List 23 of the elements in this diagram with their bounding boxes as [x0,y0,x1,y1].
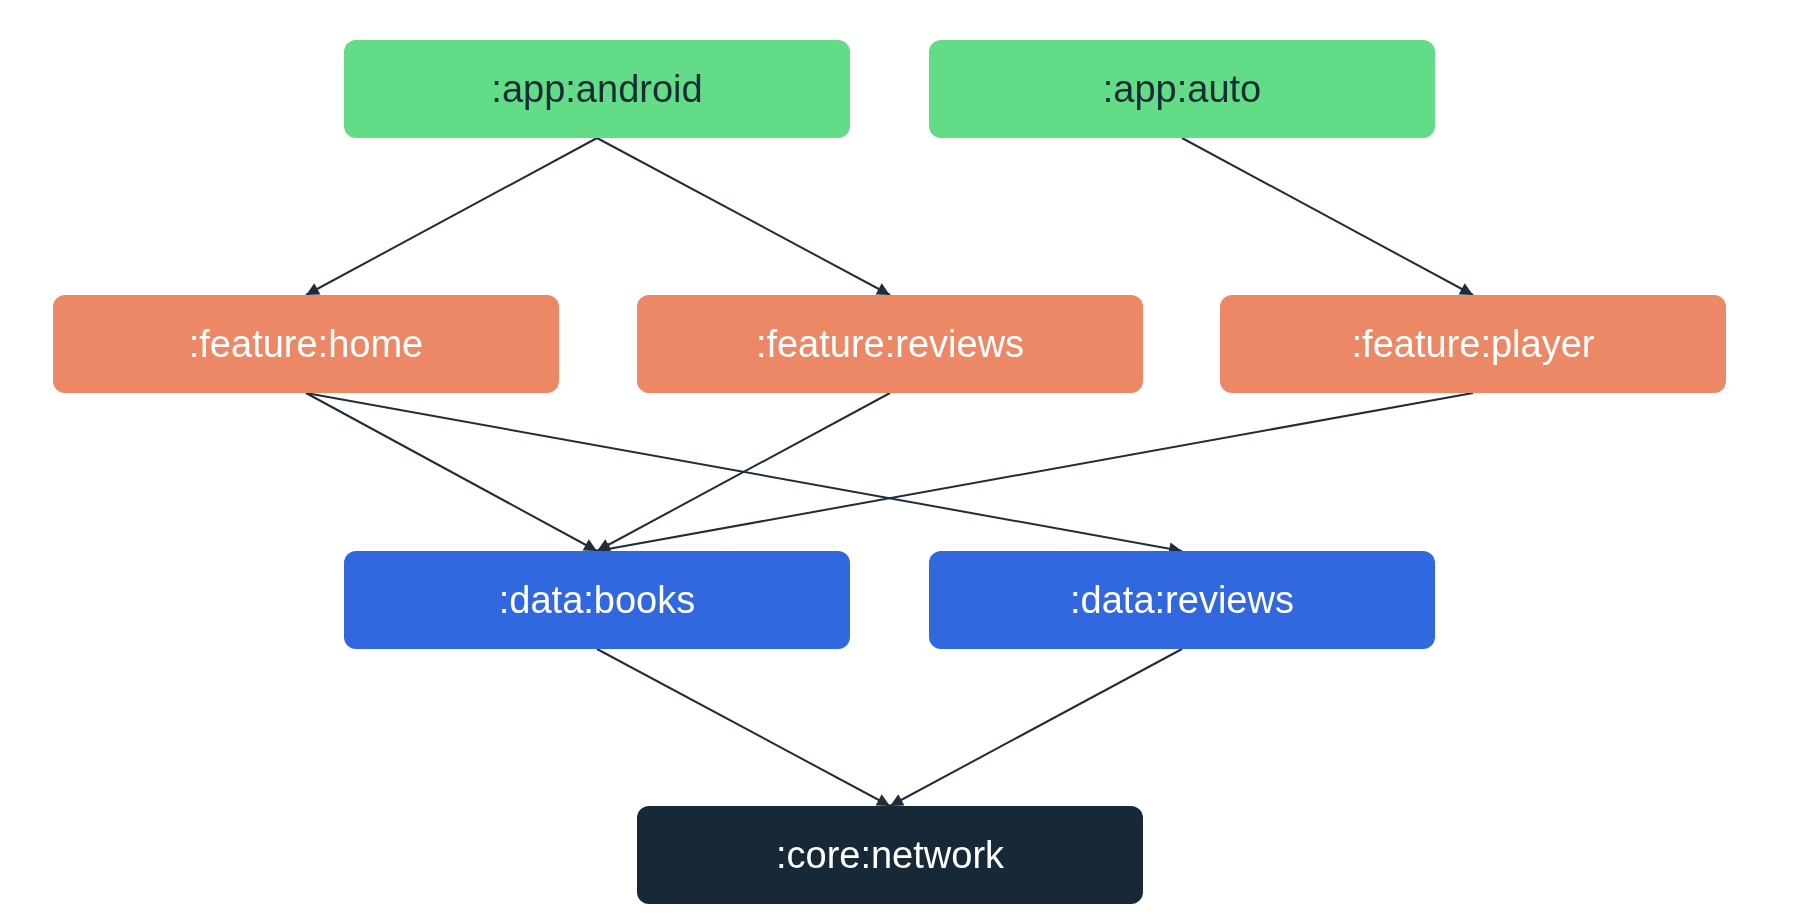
module-box [637,806,1143,904]
module-box [637,295,1143,393]
module-name: :data:books [498,578,696,622]
arrow [305,392,598,552]
module-name: :app:auto [1102,67,1262,111]
arrow [305,137,598,296]
module-name: :app:android [491,67,703,111]
module-name: :core:network [775,833,1005,877]
arrow [596,392,891,552]
arrow [596,137,891,296]
module-box [344,551,850,649]
module-box [344,40,850,138]
module-name: :data:reviews [1070,578,1294,622]
arrow [889,648,1183,807]
module-name: :feature:home [188,322,424,366]
module-box [929,551,1435,649]
module-box [53,295,559,393]
module-name: :feature:reviews [755,322,1025,366]
arrow [1181,137,1474,296]
arrow [596,648,891,807]
module-box [929,40,1435,138]
module-box [1220,295,1726,393]
module-name: :feature:player [1351,322,1595,366]
